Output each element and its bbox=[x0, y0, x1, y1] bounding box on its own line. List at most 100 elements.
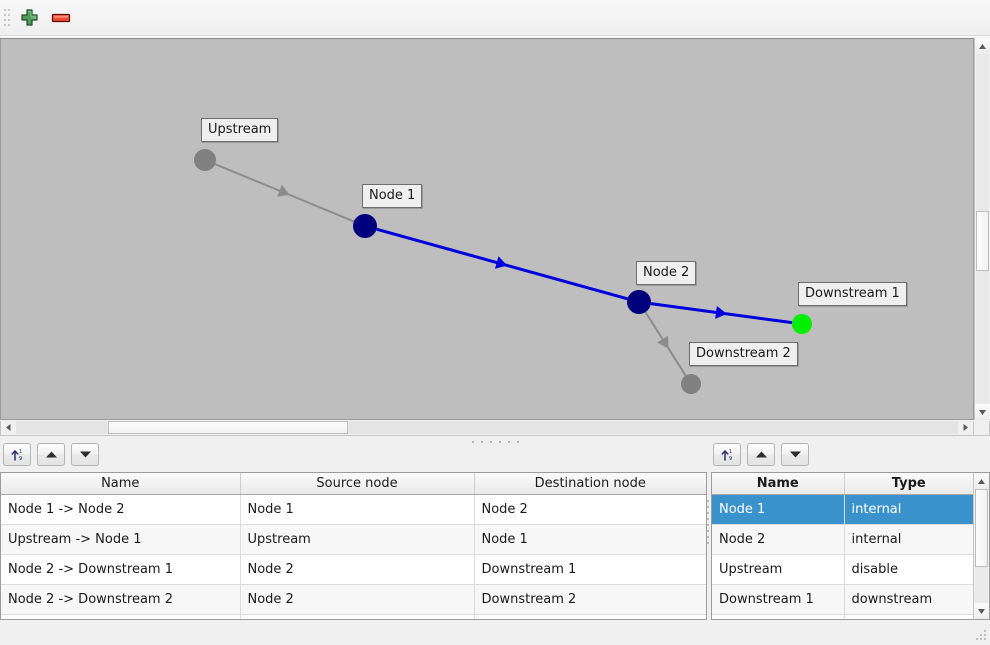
graph-drawing bbox=[194, 149, 812, 394]
edges-table-empty-area bbox=[1, 614, 706, 619]
edge-source-node: Upstream bbox=[240, 524, 475, 555]
toolbar-drag-handle[interactable] bbox=[4, 9, 10, 29]
edges-move-up-button[interactable] bbox=[37, 443, 65, 466]
edge-source-node: Node 2 bbox=[240, 584, 475, 615]
edge-source-node: Node 1 bbox=[240, 494, 475, 525]
svg-text:9: 9 bbox=[729, 456, 732, 462]
edges-move-down-button[interactable] bbox=[71, 443, 99, 466]
sort-arrow-icon: 1 9 bbox=[11, 449, 22, 462]
edges-column-destination[interactable]: Destination node bbox=[474, 473, 706, 495]
edges-grid: Name Source node Destination node Node 1… bbox=[1, 473, 706, 619]
edges-column-source[interactable]: Source node bbox=[240, 473, 475, 495]
nodes-move-down-button[interactable] bbox=[781, 443, 809, 466]
toolbar-divider-highlight bbox=[0, 36, 990, 37]
scroll-up-arrow[interactable] bbox=[974, 473, 989, 489]
canvas-vertical-scroll-thumb[interactable] bbox=[976, 211, 989, 271]
add-button[interactable] bbox=[16, 6, 42, 30]
graph-node-label-upstream[interactable]: Upstream bbox=[201, 118, 279, 142]
graph-node-downstream2[interactable] bbox=[681, 374, 701, 394]
scroll-down-arrow[interactable] bbox=[974, 603, 989, 619]
edges-table[interactable]: Name Source node Destination node Node 1… bbox=[0, 472, 707, 620]
node-name: Upstream bbox=[712, 554, 845, 585]
green-plus-icon bbox=[20, 8, 38, 26]
remove-button[interactable] bbox=[48, 6, 74, 30]
nodes-table-scroll-thumb[interactable] bbox=[975, 489, 988, 567]
empty-cell bbox=[474, 614, 706, 619]
edge-name: Upstream -> Node 1 bbox=[1, 524, 241, 555]
edge-name: Node 2 -> Downstream 2 bbox=[1, 584, 241, 615]
nodes-move-up-button[interactable] bbox=[747, 443, 775, 466]
tables-splitter-grip[interactable] bbox=[705, 472, 711, 620]
graph-node-downstream1[interactable] bbox=[792, 314, 812, 334]
scroll-left-arrow[interactable] bbox=[1, 421, 16, 434]
edge-name: Node 2 -> Downstream 1 bbox=[1, 554, 241, 585]
nodes-table-header-row: Name Type bbox=[712, 473, 973, 495]
graph-node-node1[interactable] bbox=[353, 214, 377, 238]
scrollbar-corner bbox=[974, 421, 990, 436]
svg-text:9: 9 bbox=[19, 456, 22, 462]
scroll-track-upper[interactable] bbox=[976, 54, 989, 211]
nodes-table-empty-area bbox=[712, 614, 973, 619]
node-type: disable bbox=[844, 554, 973, 585]
empty-cell bbox=[712, 614, 845, 619]
nodes-table-toolbar: 1 9 bbox=[713, 443, 813, 467]
graph-node-label-downstream1[interactable]: Downstream 1 bbox=[798, 282, 907, 306]
scroll-up-arrow[interactable] bbox=[975, 38, 990, 54]
edges-column-name[interactable]: Name bbox=[1, 473, 241, 495]
triangle-down-icon bbox=[979, 409, 986, 415]
edge-destination-node: Node 1 bbox=[474, 524, 706, 555]
graph-node-label-node1[interactable]: Node 1 bbox=[362, 184, 423, 208]
nodes-sort-button[interactable]: 1 9 bbox=[713, 443, 741, 466]
empty-cell bbox=[240, 614, 475, 619]
graph-node-node2[interactable] bbox=[627, 290, 651, 314]
nodes-column-name[interactable]: Name bbox=[712, 473, 845, 495]
triangle-up-icon bbox=[45, 451, 57, 458]
edges-sort-button[interactable]: 1 9 bbox=[3, 443, 31, 466]
canvas-vertical-scrollbar[interactable] bbox=[974, 38, 990, 420]
graph-node-label-node2[interactable]: Node 2 bbox=[636, 261, 697, 285]
triangle-up-icon bbox=[978, 478, 985, 484]
graph-edge-arrow bbox=[657, 335, 669, 349]
scroll-track[interactable] bbox=[975, 567, 988, 603]
toolbar-divider bbox=[0, 35, 990, 36]
edge-destination-node: Downstream 2 bbox=[474, 584, 706, 615]
empty-cell bbox=[844, 614, 973, 619]
node-name: Downstream 1 bbox=[712, 584, 845, 615]
edge-destination-node: Node 2 bbox=[474, 494, 706, 525]
scroll-track-lower[interactable] bbox=[976, 271, 989, 404]
splitter-grip bbox=[472, 441, 519, 444]
scroll-right-arrow[interactable] bbox=[958, 421, 973, 434]
window-resize-grip[interactable] bbox=[975, 630, 987, 642]
scroll-track-horizontal[interactable] bbox=[16, 421, 958, 434]
graph-node-label-downstream2[interactable]: Downstream 2 bbox=[689, 342, 798, 366]
canvas-horizontal-scrollbar[interactable] bbox=[0, 421, 974, 436]
nodes-column-type[interactable]: Type bbox=[844, 473, 973, 495]
graph-node-upstream[interactable] bbox=[194, 149, 216, 171]
empty-cell bbox=[1, 614, 241, 619]
edge-source-node: Node 2 bbox=[240, 554, 475, 585]
node-name: Node 2 bbox=[712, 524, 845, 555]
triangle-up-icon bbox=[979, 43, 986, 49]
nodes-table-vertical-scrollbar[interactable] bbox=[973, 473, 989, 619]
panel-splitter[interactable] bbox=[0, 436, 990, 447]
triangle-down-icon bbox=[79, 451, 91, 458]
canvas-horizontal-scroll-thumb[interactable] bbox=[108, 421, 348, 434]
sort-arrow-icon: 1 9 bbox=[721, 449, 732, 462]
triangle-down-icon bbox=[789, 451, 801, 458]
scroll-down-arrow[interactable] bbox=[975, 404, 990, 420]
